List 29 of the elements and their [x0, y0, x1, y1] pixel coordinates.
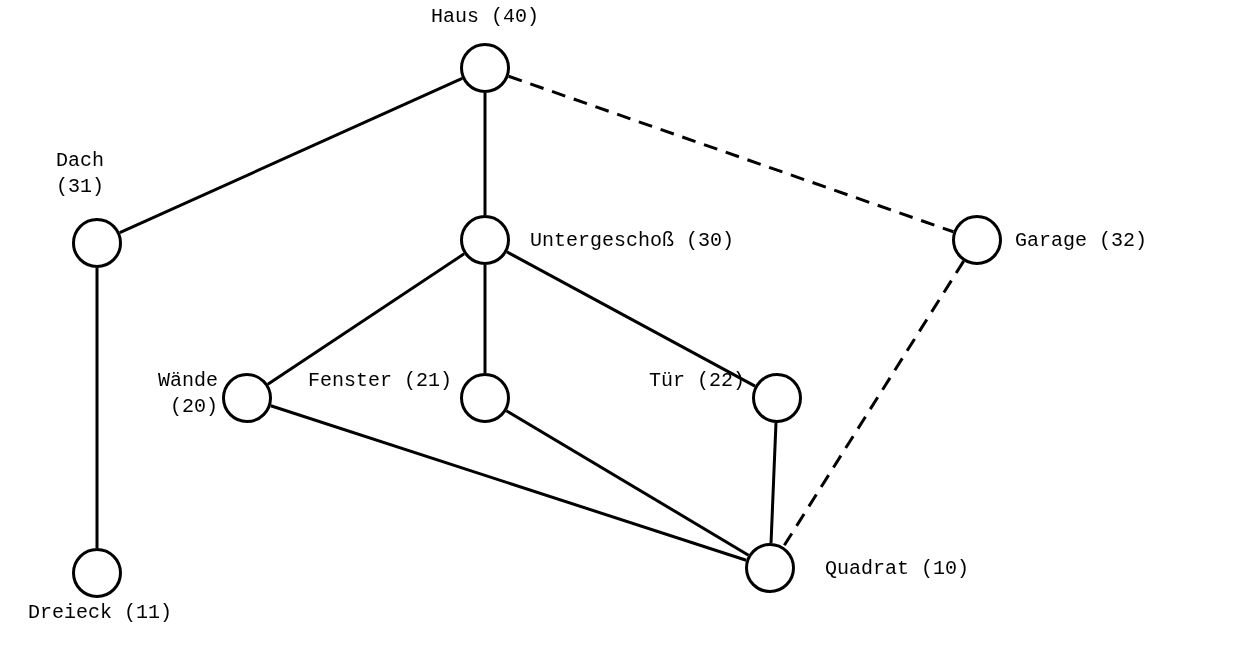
node-label: Wände (20)	[157, 368, 218, 420]
connector-line	[483, 265, 487, 373]
node-label: Dach (31)	[55, 148, 105, 200]
connector-line	[483, 93, 487, 215]
node-label: Fenster (21)	[306, 368, 452, 394]
dashed-connector	[782, 260, 965, 548]
node-label: Dreieck (11)	[27, 600, 173, 626]
node-circle	[222, 373, 272, 423]
connector-line	[505, 409, 750, 557]
connector-line	[769, 422, 778, 544]
node-label: Garage (32)	[1015, 228, 1149, 254]
node-circle	[72, 548, 122, 598]
node-label: Untergeschoß (30)	[530, 228, 736, 254]
node-circle	[72, 218, 122, 268]
connector-line	[119, 76, 463, 235]
connector-line	[506, 250, 756, 388]
dashed-connector	[508, 74, 954, 234]
connector-line	[270, 404, 747, 562]
node-label: Quadrat (10)	[825, 556, 971, 582]
node-circle	[460, 43, 510, 93]
node-label: Haus (40)	[430, 4, 540, 30]
connector-line	[267, 252, 465, 386]
node-circle	[952, 215, 1002, 265]
connector-line	[95, 268, 99, 548]
node-label: Tür (22)	[648, 368, 745, 394]
node-circle	[752, 373, 802, 423]
node-circle	[460, 215, 510, 265]
node-circle	[460, 373, 510, 423]
node-circle	[745, 543, 795, 593]
